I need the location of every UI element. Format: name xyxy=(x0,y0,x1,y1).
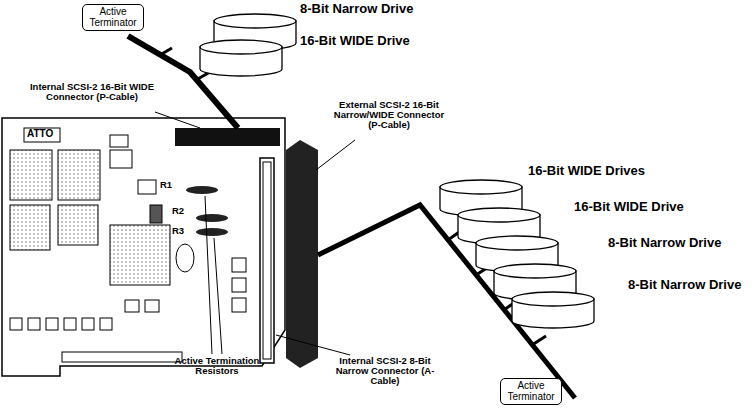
part-label: Internal SCSI-2 8-Bit Narrow Connector (… xyxy=(330,356,440,386)
leader-line xyxy=(214,238,222,354)
external-connector xyxy=(286,140,318,368)
disk-drive xyxy=(512,292,594,328)
terminator-box: Active Terminator xyxy=(82,4,144,31)
leader-line xyxy=(276,335,350,355)
part-label: 8-Bit Narrow Drive xyxy=(628,278,741,292)
part-label: Active Termination Resistors xyxy=(172,356,262,376)
terminator-text: Active Terminator xyxy=(506,381,556,402)
part-label: 16-Bit WIDE Drive xyxy=(300,34,410,48)
terminator-box: Active Terminator xyxy=(500,378,562,405)
disk-drive xyxy=(200,40,282,76)
narrow-connector xyxy=(263,162,271,359)
part-label: External SCSI-2 16-Bit Narrow/WIDE Conne… xyxy=(330,100,448,130)
narrow-connector xyxy=(260,158,274,363)
leader-line xyxy=(205,196,212,354)
part-label: R3 xyxy=(172,226,184,236)
part-label: 16-Bit WIDE Drive xyxy=(574,200,684,214)
part-label: ATTO xyxy=(27,129,53,140)
wide-connector xyxy=(175,128,280,146)
terminator-text: Active Terminator xyxy=(88,7,138,28)
part-label: R1 xyxy=(160,180,172,190)
host-adapter-card xyxy=(2,118,285,376)
part-label: Internal SCSI-2 16-Bit WIDE Connector (P… xyxy=(22,82,162,102)
part-label: 8-Bit Narrow Drive xyxy=(300,2,413,16)
part-label: R2 xyxy=(172,206,184,216)
part-label: 8-Bit Narrow Drive xyxy=(608,236,721,250)
leader-line xyxy=(155,112,200,128)
leader-line xyxy=(316,140,355,170)
resistor-symbol xyxy=(186,186,228,236)
part-label: 16-Bit WIDE Drives xyxy=(528,164,645,178)
